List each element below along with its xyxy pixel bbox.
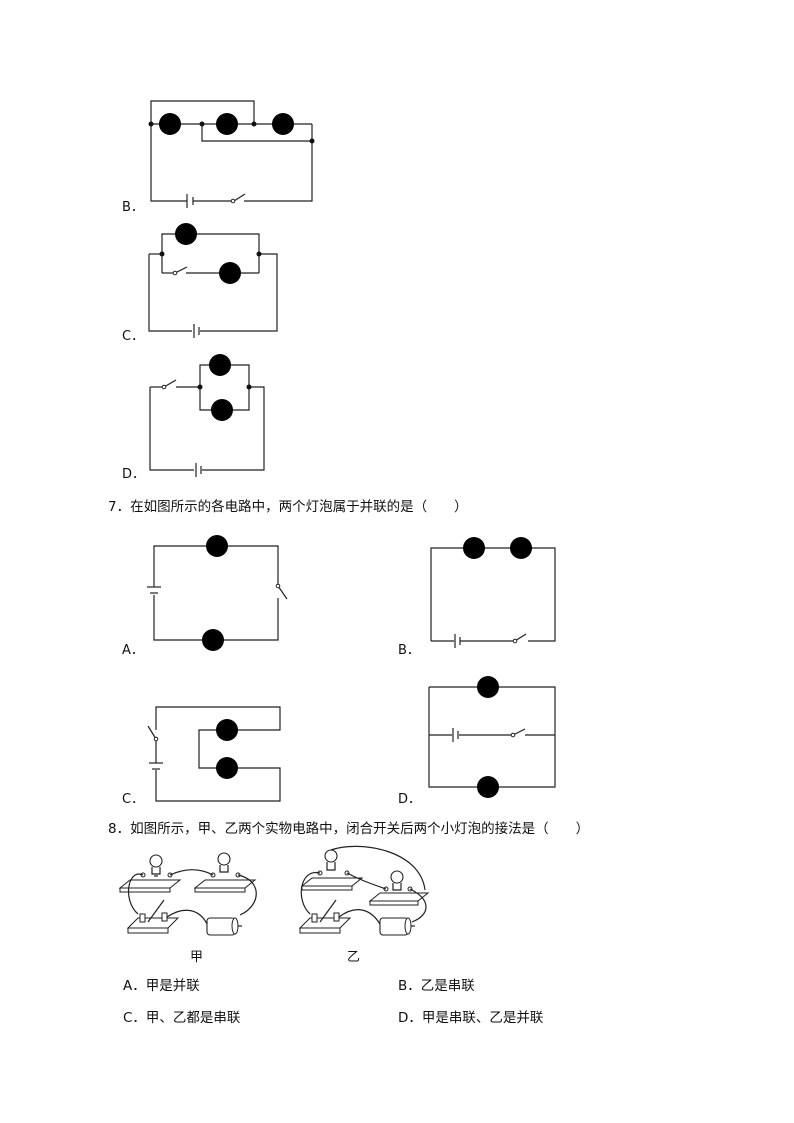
option-7a-label: A． (122, 643, 144, 658)
figure-label-yi: 乙 (347, 950, 361, 965)
question-7-stem: 7．在如图所示的各电路中，两个灯泡属于并联的是（ ） (108, 499, 468, 515)
figure-label-jia: 甲 (190, 950, 204, 965)
question-8-stem: 8．如图所示，甲、乙两个实物电路中，闭合开关后两个小灯泡的接法是（ ） (108, 821, 590, 837)
option-7d-label: D． (398, 792, 422, 807)
option-6c-label: C． (122, 329, 145, 344)
option-6d-label: D． (122, 467, 146, 482)
choice-8b[interactable]: B．乙是串联 (398, 978, 475, 994)
choice-8c[interactable]: C．甲、乙都是串联 (123, 1010, 241, 1026)
option-6b-label: B． (122, 200, 144, 215)
choice-8d[interactable]: D．甲是串联、乙是并联 (398, 1010, 544, 1026)
option-7b-label: B． (398, 643, 420, 658)
choice-8a[interactable]: A．甲是并联 (123, 978, 200, 994)
option-7c-label: C． (122, 792, 145, 807)
